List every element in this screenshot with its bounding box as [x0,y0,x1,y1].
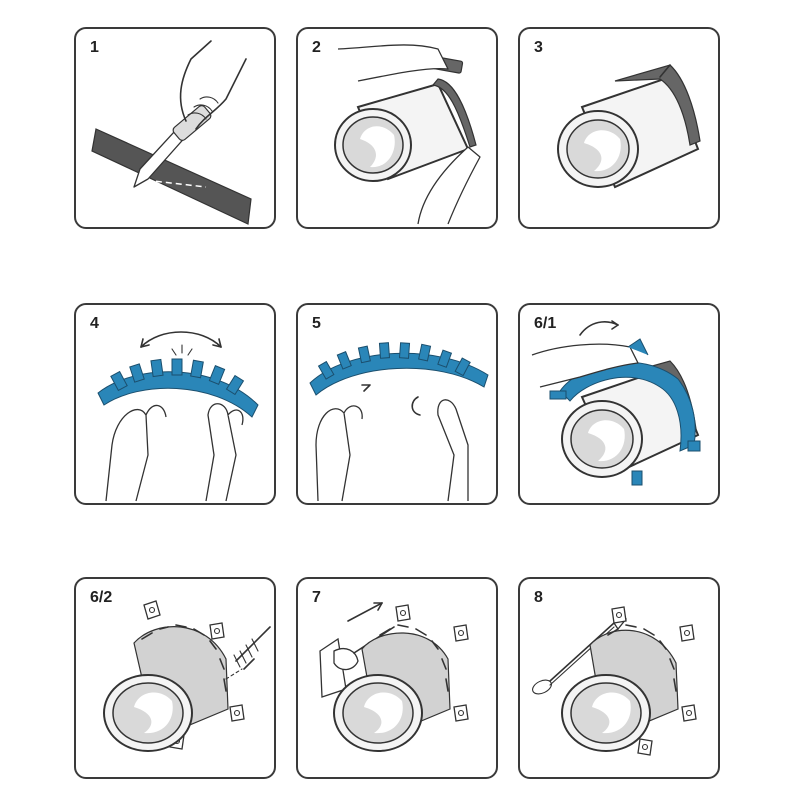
place-clamp-illustration [531,320,701,486]
step-3-number: 3 [534,39,543,56]
step-4-panel: 4 [74,303,276,505]
step-3-panel: 3 [518,27,720,229]
install-anchor-illustration [319,602,469,752]
step-2-panel: 2 [296,27,498,229]
step-5-number: 5 [312,315,321,332]
step-5-panel: 5 [296,303,498,505]
wrap-tape-illustration [334,44,481,225]
step-6-1-number: 6/1 [534,315,557,332]
taped-pipe-illustration [557,64,701,189]
step-6-1-panel: 6/1 [518,303,720,505]
flex-clamp-illustration [97,331,259,502]
step-6-2-panel: 6/2 [74,577,276,779]
cut-tape-illustration [91,40,252,225]
bend-clamp-illustration [309,342,489,502]
attach-cable-illustration [532,606,697,756]
step-6-2-number: 6/2 [90,589,113,606]
step-1-panel: 1 [74,27,276,229]
step-2-number: 2 [312,39,321,56]
step-7-panel: 7 [296,577,498,779]
step-4-number: 4 [90,315,99,332]
fasten-clamp-illustration [103,600,271,752]
step-1-number: 1 [90,39,99,56]
step-8-panel: 8 [518,577,720,779]
step-7-number: 7 [312,589,321,606]
step-8-number: 8 [534,589,543,606]
